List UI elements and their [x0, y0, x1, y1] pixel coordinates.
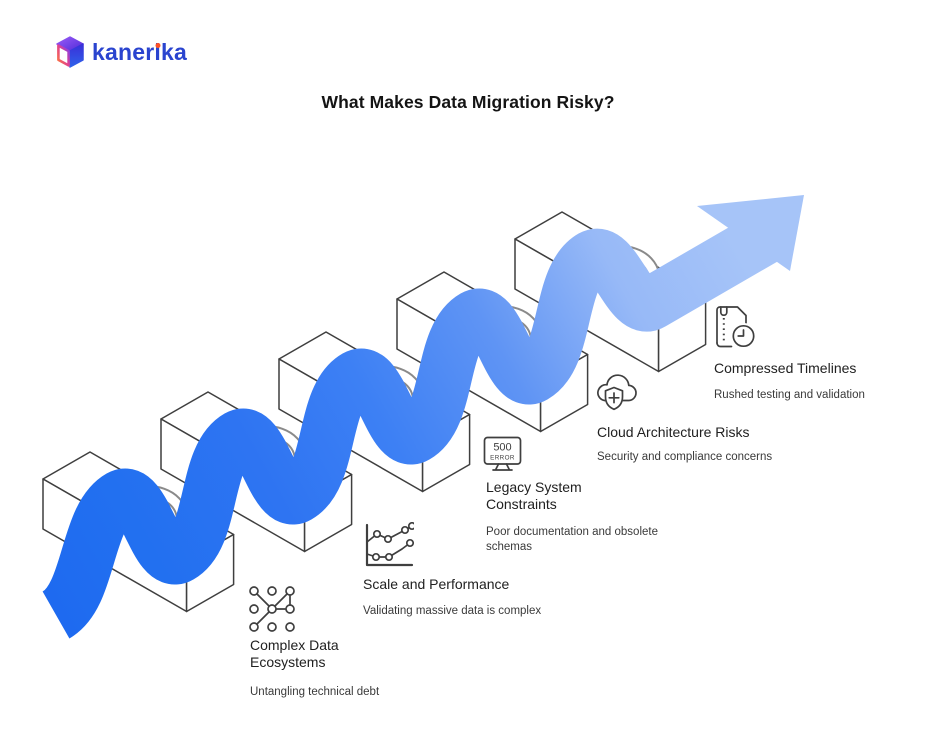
svg-text:ERROR: ERROR — [490, 455, 515, 462]
network-graph-icon — [249, 586, 295, 632]
risk-item-compressed-timelines: Compressed Timelines Rushed testing and … — [710, 304, 865, 401]
risk-item-scale-performance: Scale and Performance Validating massive… — [362, 522, 541, 617]
risk-ribbon — [39, 213, 780, 639]
risk-description: Security and compliance concerns — [597, 451, 773, 463]
ribbon-arrowhead — [697, 195, 804, 271]
brand-letter-i: i — [154, 38, 161, 65]
svg-text:500: 500 — [493, 442, 511, 454]
risk-title: Scale and Performance — [363, 576, 510, 592]
compressed-file-clock-icon — [716, 306, 757, 349]
kanerika-logo-mark-icon — [56, 36, 84, 68]
risk-item-cloud-architecture: Cloud Architecture Risks Security and co… — [594, 372, 772, 463]
risk-title: Compressed Timelines — [714, 360, 857, 376]
risk-description: Rushed testing and validation — [714, 389, 865, 401]
server-error-icon: 500 ERROR — [483, 436, 522, 471]
risk-title: Cloud Architecture Risks — [597, 424, 750, 440]
performance-chart-icon — [365, 522, 414, 567]
risk-title: Complex Data Ecosystems — [250, 637, 339, 671]
risk-description: Untangling technical debt — [250, 686, 380, 698]
page-title: What Makes Data Migration Risky? — [321, 92, 615, 112]
kanerika-logo: kanerika — [56, 36, 187, 68]
cloud-shield-icon — [597, 374, 637, 411]
risk-title: Legacy System Constraints — [486, 479, 582, 513]
brand-wordmark: kanerika — [92, 38, 187, 65]
risk-description: Poor documentation and obsolete schemas — [486, 526, 658, 553]
risk-item-legacy-systems: 500 ERROR Legacy System Constraints Poor… — [482, 435, 658, 553]
risk-description: Validating massive data is complex — [363, 605, 542, 617]
risk-item-complex-data: Complex Data Ecosystems Untangling techn… — [249, 586, 379, 698]
